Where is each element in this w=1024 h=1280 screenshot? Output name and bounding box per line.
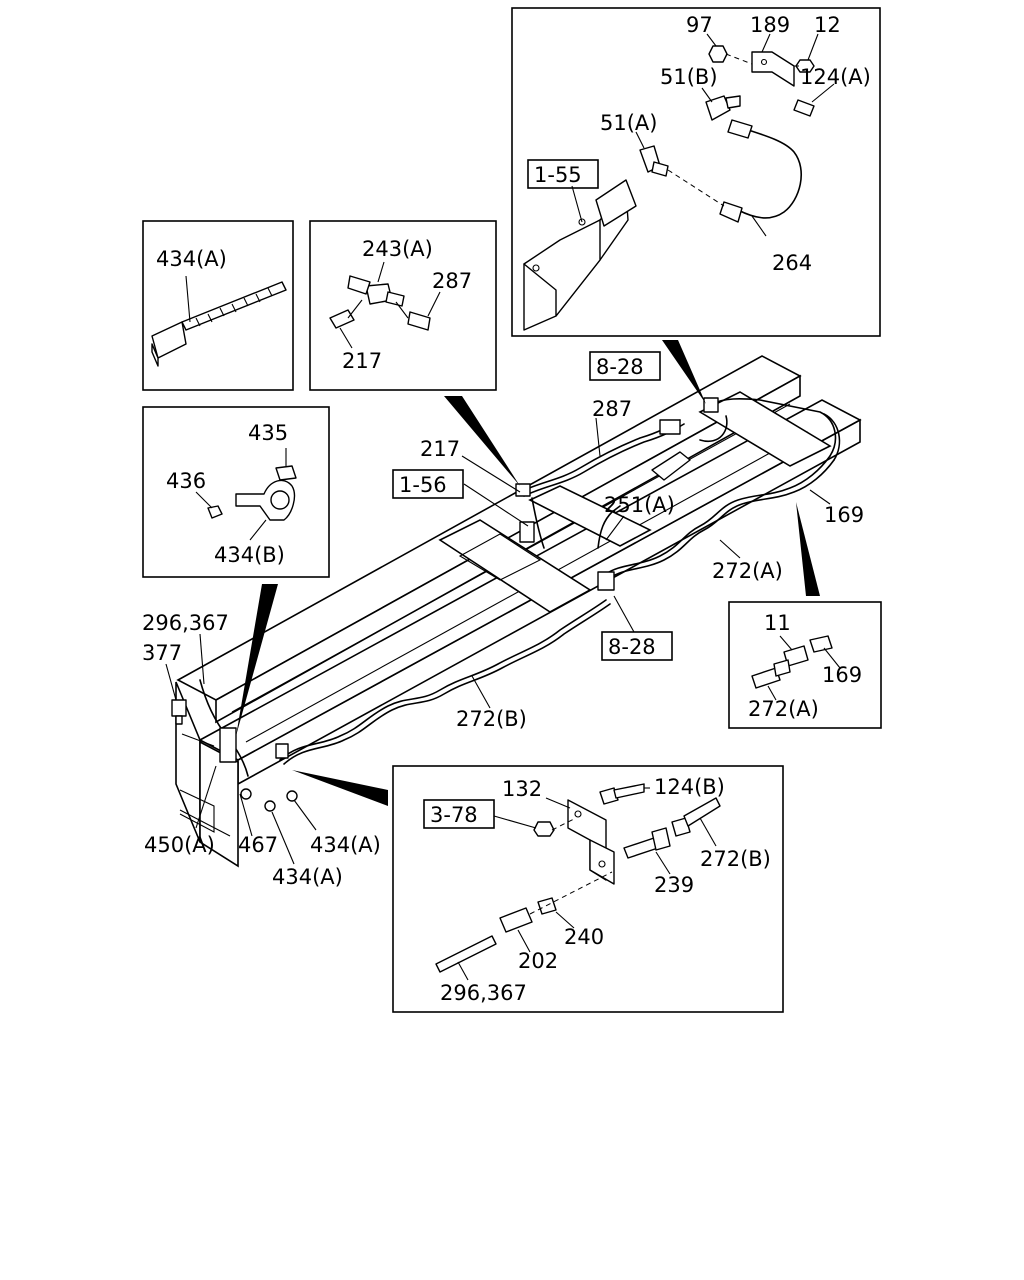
label-169-main: 169: [824, 503, 864, 527]
frame-fittings: [171, 397, 719, 812]
inset-union: [728, 601, 882, 729]
label-287-main: 287: [592, 397, 632, 421]
inset-bottom: [392, 765, 784, 1013]
label-97: 97: [686, 13, 713, 37]
label-272b-inset: 272(B): [700, 847, 771, 871]
main-leaders: [165, 417, 831, 865]
label-434a-clip: 434(A): [156, 247, 227, 271]
label-202: 202: [518, 949, 558, 973]
labels-inset-union: 11 169 272(A): [748, 611, 862, 721]
label-434a-main-1: 434(A): [310, 833, 381, 857]
inset-tee: [309, 220, 497, 391]
label-12: 12: [814, 13, 841, 37]
label-272b-main: 272(B): [456, 707, 527, 731]
label-434a-main-2: 434(A): [272, 865, 343, 889]
labels-inset-clip: 434(A): [156, 247, 227, 271]
label-ref-8-28-mid: 8-28: [608, 635, 656, 659]
label-436: 436: [166, 469, 206, 493]
label-169-inset: 169: [822, 663, 862, 687]
labels-inset-clamp: 435 436 434(B): [166, 421, 288, 567]
inset-clamp: [142, 406, 330, 578]
label-287-inset: 287: [432, 269, 472, 293]
label-ref-8-28-top: 8-28: [596, 355, 644, 379]
ref-box-8-28-top: [589, 351, 661, 381]
label-467: 467: [238, 833, 278, 857]
ref-box-1-55: [527, 159, 599, 189]
labels-inset-tee: 243(A) 287 217: [342, 237, 472, 373]
label-264: 264: [772, 251, 812, 275]
label-239: 239: [654, 873, 694, 897]
label-217-inset: 217: [342, 349, 382, 373]
inset-top: [511, 7, 881, 337]
label-251a: 251(A): [604, 493, 675, 517]
labels-inset-bottom: 132 124(B) 3-78 272(B) 239 240 202 296,3…: [423, 775, 771, 1005]
inset-clip: [142, 220, 294, 391]
label-51b: 51(B): [660, 65, 718, 89]
label-296-367-main: 296,367: [142, 611, 229, 635]
label-272a-inset: 272(A): [748, 697, 819, 721]
labels-inset-top: 97 189 12 51(B) 124(A) 51(A) 1-55 264: [527, 13, 871, 275]
callout-wedges: [236, 340, 820, 806]
ref-box-1-56: [392, 469, 464, 499]
label-124a: 124(A): [800, 65, 871, 89]
label-217-main: 217: [420, 437, 460, 461]
label-240: 240: [564, 925, 604, 949]
label-ref-3-78: 3-78: [430, 803, 478, 827]
label-296-367-inset: 296,367: [440, 981, 527, 1005]
ref-box-8-28-mid: [601, 631, 673, 661]
label-51a: 51(A): [600, 111, 657, 135]
label-11: 11: [764, 611, 791, 635]
label-450a: 450(A): [144, 833, 215, 857]
label-ref-1-56: 1-56: [399, 473, 447, 497]
label-272a-main: 272(A): [712, 559, 783, 583]
ref-box-3-78: [423, 799, 495, 829]
label-434b: 434(B): [214, 543, 285, 567]
label-377: 377: [142, 641, 182, 665]
labels-main: 8-28 287 217 1-56 251(A) 169 272(A) 8-28…: [142, 351, 864, 889]
label-ref-1-55: 1-55: [534, 163, 582, 187]
label-435: 435: [248, 421, 288, 445]
label-243a: 243(A): [362, 237, 433, 261]
label-124b: 124(B): [654, 775, 725, 799]
label-189: 189: [750, 13, 790, 37]
label-132: 132: [502, 777, 542, 801]
